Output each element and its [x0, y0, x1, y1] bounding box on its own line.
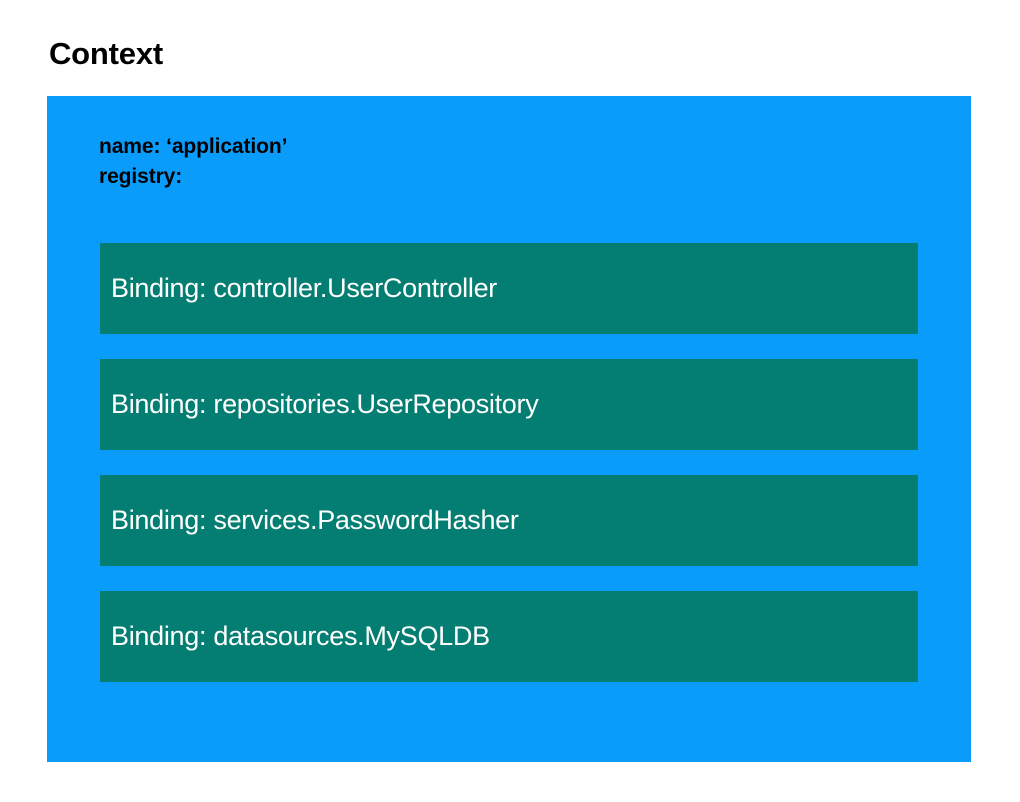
binding-label: Binding: repositories.UserRepository [111, 389, 539, 419]
property-name: name: ‘application’ [99, 135, 288, 158]
binding-label: Binding: datasources.MySQLDB [111, 621, 490, 651]
binding-box[interactable]: Binding: repositories.UserRepository [100, 359, 918, 450]
binding-box[interactable]: Binding: services.PasswordHasher [100, 475, 918, 566]
binding-box[interactable]: Binding: datasources.MySQLDB [100, 591, 918, 682]
property-registry: registry: [99, 165, 183, 188]
binding-box[interactable]: Binding: controller.UserController [100, 243, 918, 334]
registry-binding-list: Binding: controller.UserController Bindi… [100, 243, 918, 682]
binding-label: Binding: services.PasswordHasher [111, 505, 519, 535]
context-panel: name: ‘application’ registry: Binding: c… [47, 96, 971, 762]
binding-label: Binding: controller.UserController [111, 273, 497, 303]
page-title: Context [49, 36, 163, 71]
context-properties: name: ‘application’ registry: [99, 132, 799, 192]
